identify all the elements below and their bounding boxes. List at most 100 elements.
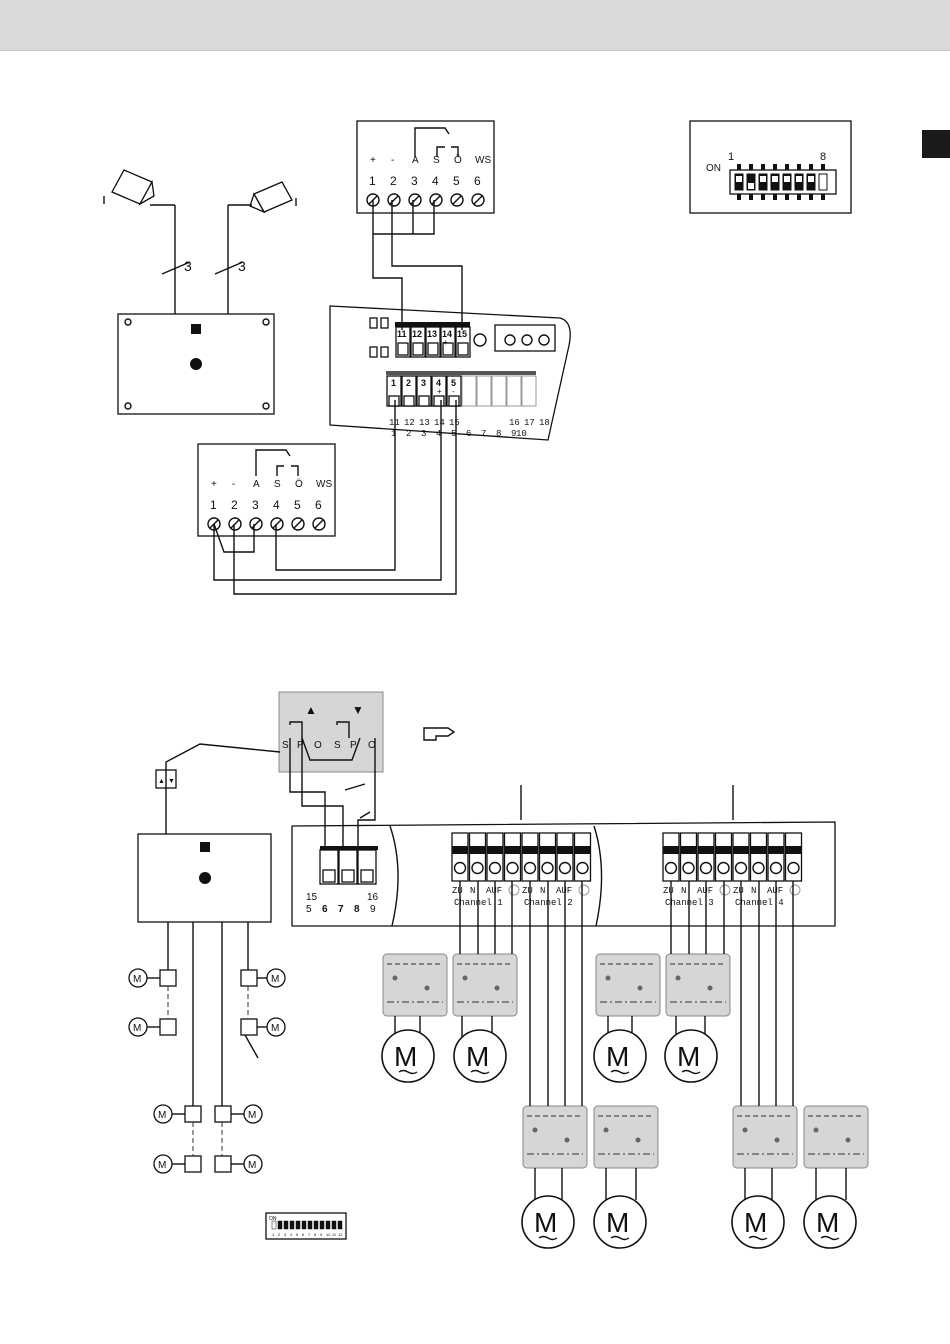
dip-bottom-lever [319, 1220, 325, 1230]
ctrl-top-number: 12 [412, 329, 422, 339]
motor-label: M [744, 1207, 767, 1238]
updown-button: ▲▼ [155, 769, 177, 789]
motor-circle [731, 1195, 785, 1249]
ground-icon [578, 884, 590, 896]
tilde-icon [538, 1235, 558, 1241]
st-number: 6 [474, 174, 481, 188]
dip-bottom-lever [307, 1220, 313, 1230]
channel-terminal-bar [768, 846, 784, 854]
switch-letter: S [282, 740, 289, 751]
dip-first-number: 1 [728, 151, 734, 163]
motor-label: M [466, 1041, 489, 1072]
ctrl-inner-number: 2 [406, 378, 411, 388]
st-number: 4 [432, 174, 439, 188]
dip-pin [809, 194, 813, 200]
sb-symbol: Ö [295, 478, 303, 490]
ctrl-top-slot [457, 342, 469, 356]
ctrl-lower-bottom-number: 7 [481, 429, 486, 439]
dip-lever [746, 173, 756, 191]
ctrl-inner-empty [521, 375, 537, 407]
tilde-icon [748, 1235, 768, 1241]
cable-label-left: 3 [184, 258, 192, 274]
st-number: 3 [411, 174, 418, 188]
ctrl-inner-plus: + [437, 387, 442, 396]
channel-terminal-bar [715, 846, 732, 854]
motor-circle [381, 1029, 435, 1083]
arrow-up: ▲ [305, 703, 317, 717]
switch-letter: O [368, 740, 376, 751]
st-screw [429, 193, 443, 207]
dip-pin [749, 164, 753, 170]
channel-terminal-bar [469, 846, 486, 854]
weather-unit-lower [137, 833, 272, 923]
ctrl-lower-bottom-number: 4 [436, 429, 441, 439]
ctrl-inner-slot [448, 395, 460, 407]
small-receiver [184, 1105, 202, 1123]
dip-knob [784, 176, 790, 182]
ctrl-inner-number: 5 [451, 378, 456, 388]
dip-pin [737, 164, 741, 170]
dip-bottom-lever [313, 1220, 319, 1230]
dip-bottom-number: 4 [290, 1232, 293, 1237]
receiver-box [732, 1105, 798, 1169]
dip-last-number: 8 [820, 151, 826, 163]
upper-wires [213, 200, 463, 595]
cable-label-right: 3 [238, 258, 246, 274]
receiver-box [382, 953, 448, 1017]
ground-icon [719, 884, 731, 896]
dip-bottom-number: 6 [302, 1232, 305, 1237]
ctrl-lower-bottom-number: 2 [406, 429, 411, 439]
channel-terminal-bar [750, 846, 767, 854]
ctrl-top-number: 15 [457, 329, 467, 339]
ctrl-inner-number: 1 [391, 378, 396, 388]
st-number: 1 [369, 174, 376, 188]
channel-screw [682, 861, 695, 875]
dip-knob [808, 176, 814, 182]
ctrl-lower-top-number: 13 [419, 418, 430, 428]
channel-terminal-label: AUF [486, 886, 502, 896]
dip-bottom-lever [337, 1220, 343, 1230]
small-receiver [240, 1018, 258, 1036]
ctrl-lower-top-number: 14 [434, 418, 445, 428]
dip-pin [821, 164, 825, 170]
motor-circle [453, 1029, 507, 1083]
small-receiver [240, 969, 258, 987]
motor-label: M [394, 1041, 417, 1072]
ctrl-lower-bottom-number: 1 [391, 429, 396, 439]
dip-knob [760, 176, 766, 182]
small-motor-label: M [133, 974, 141, 985]
ctrl-inner-slot [418, 395, 430, 407]
sb-number: 1 [210, 498, 217, 512]
dip-knob [748, 183, 754, 189]
dip-bottom-number: 10 [326, 1232, 331, 1237]
tb-top-number: 15 [306, 892, 318, 903]
tb-top-number: 16 [367, 892, 379, 903]
channel-screw [752, 861, 765, 875]
ctrl-top-number: 13 [427, 329, 437, 339]
channel-terminal-label: N [751, 886, 756, 896]
ctrl-inner-number: 3 [421, 378, 426, 388]
small-receiver [159, 1018, 177, 1036]
channel-screw [787, 861, 800, 875]
st-screw [471, 193, 485, 207]
ctrl-lower-top-number: 18 [539, 418, 550, 428]
sensor-right [227, 181, 297, 314]
ctrl-top-slot [427, 342, 439, 356]
sb-symbol: - [232, 479, 235, 490]
dip-bottom-lever [301, 1220, 307, 1230]
dip-pin [797, 164, 801, 170]
tb-bottom-number: 6 [322, 904, 328, 915]
header-bar [0, 0, 950, 51]
sb-screw [291, 517, 305, 531]
channel-terminal-bar [680, 846, 697, 854]
channel-terminal-bar [504, 846, 521, 854]
tb-slot [341, 869, 355, 883]
dip-bottom-number: 1 [272, 1232, 275, 1237]
dip-bottom-number: 12 [338, 1232, 343, 1237]
small-motor-label: M [133, 1023, 141, 1034]
channel-terminal-bar [574, 846, 591, 854]
channel-terminal-bar [487, 846, 503, 854]
